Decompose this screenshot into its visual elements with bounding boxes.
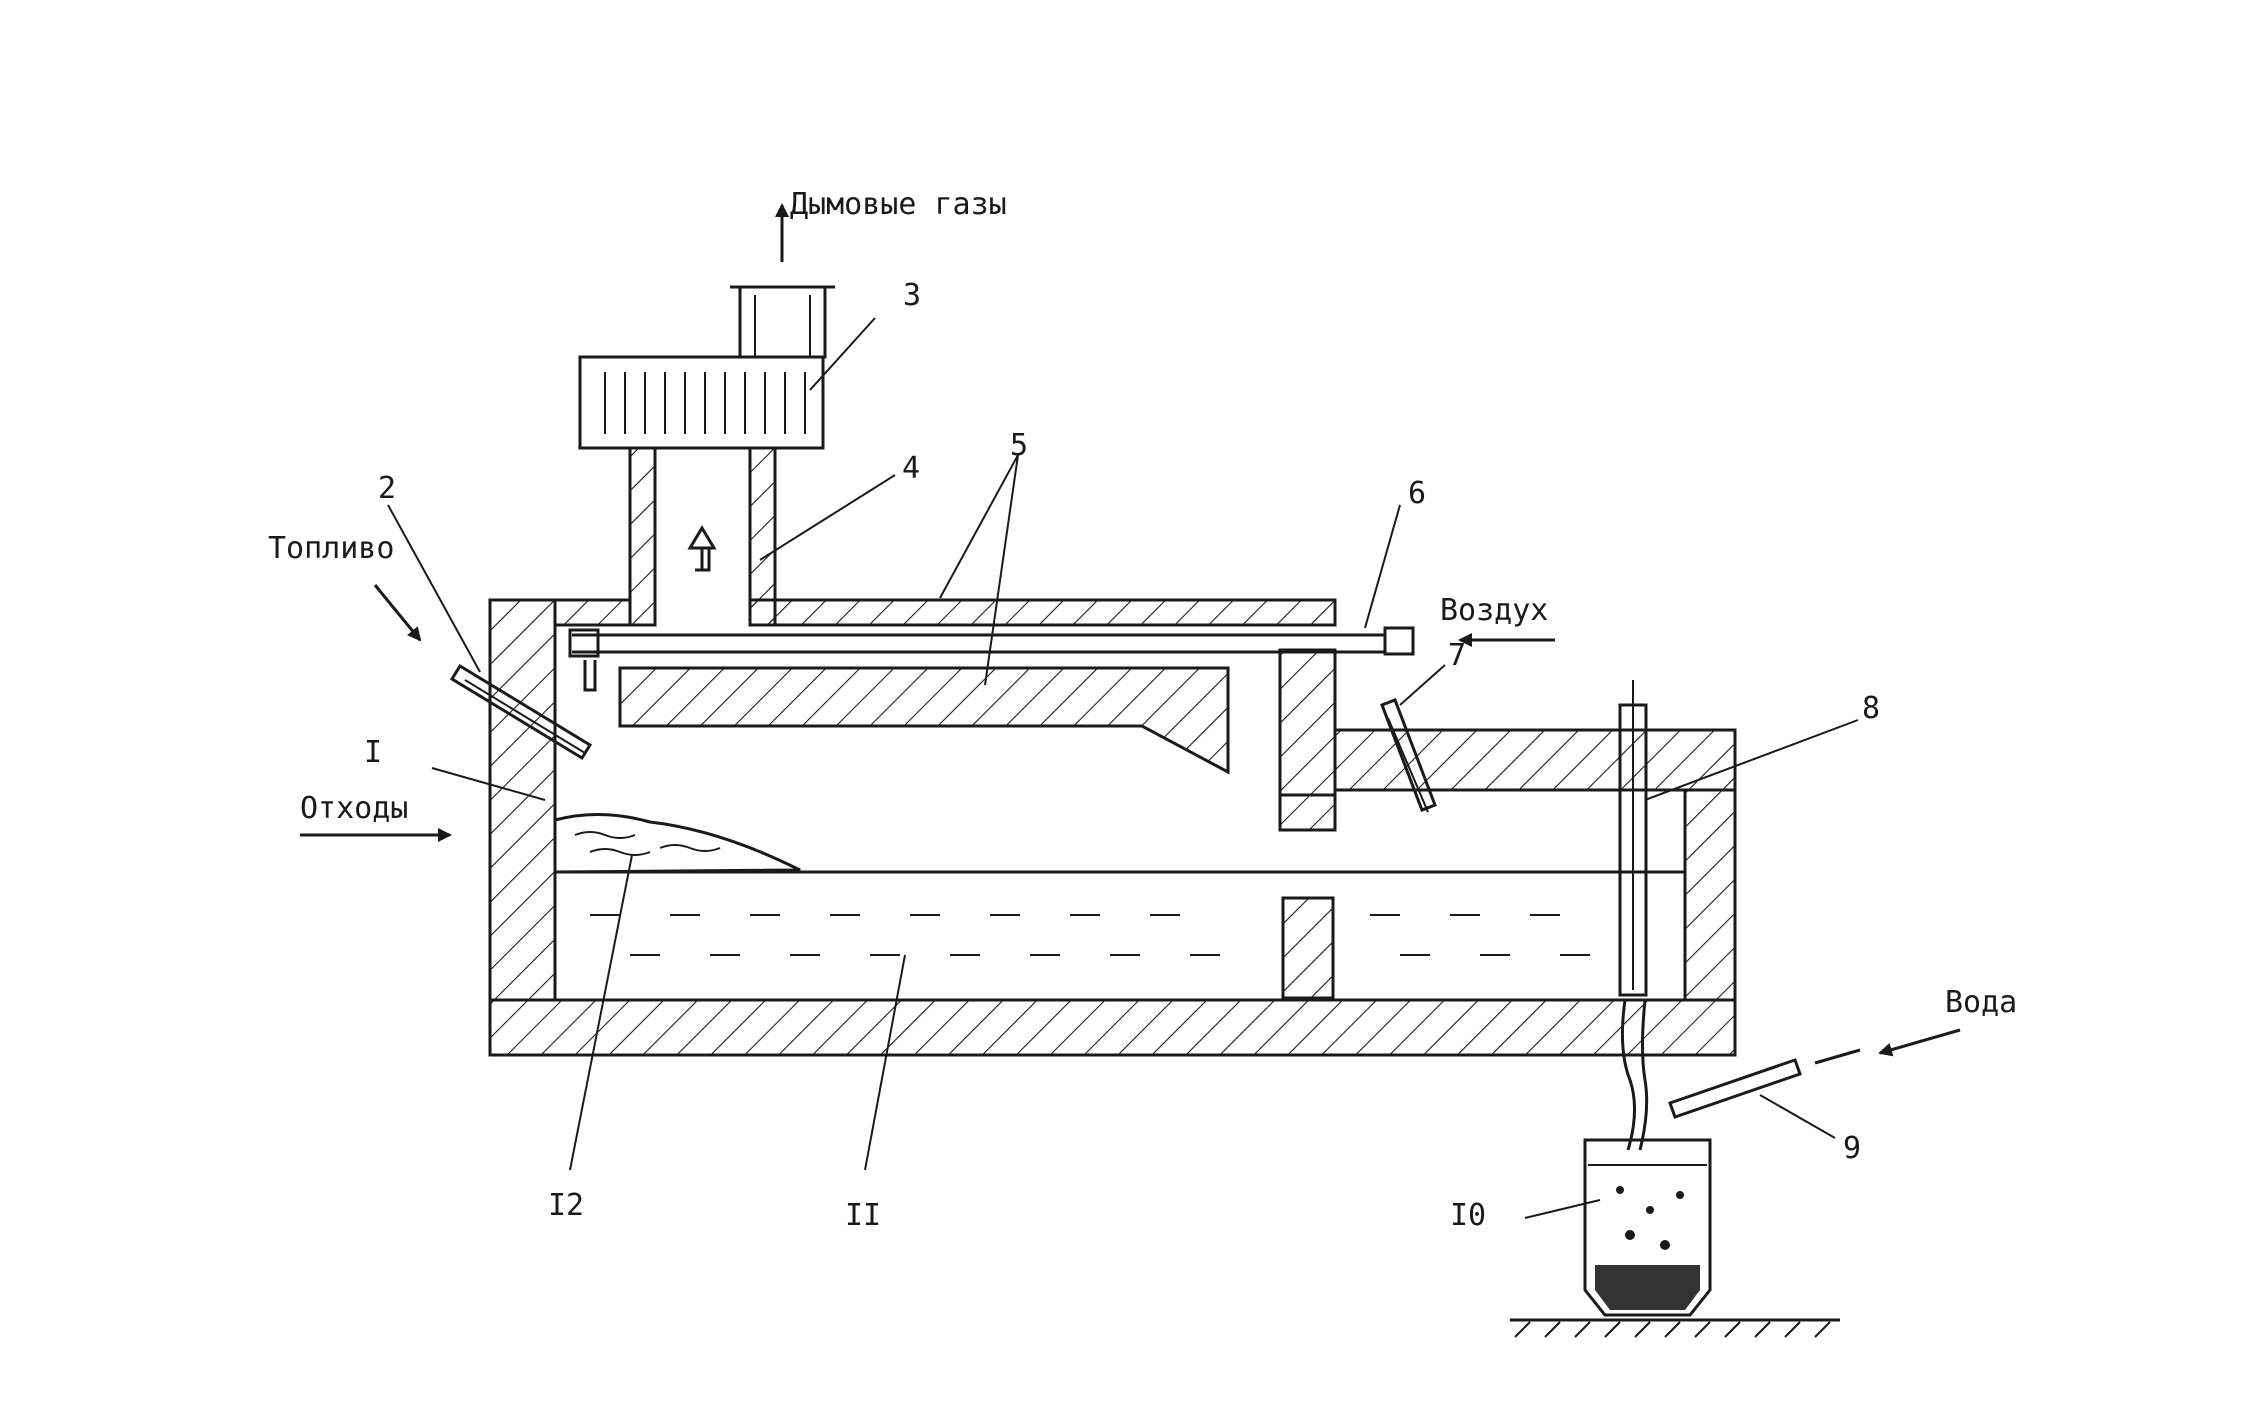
flue-right-wall [748,446,777,627]
flue-gas-label: Дымовые газы [790,187,1007,222]
fuel-label: Топливо [268,531,394,566]
callout-11: II [845,1198,881,1233]
gas-flow-arrow [687,525,717,570]
water-nozzle [1668,1028,1961,1119]
bottom-wall [488,998,1737,1057]
callout-2: 2 [378,471,396,506]
callout-5: 5 [1010,428,1028,463]
air-pipe [568,626,1555,692]
fuel-inlet-arrow [373,584,422,642]
callout-7: 7 [1448,638,1466,673]
air-label: Воздух [1440,593,1548,628]
left-wall [488,598,557,1002]
callout-4: 4 [902,451,920,486]
flue-left-wall [628,446,657,627]
stack-top [738,285,827,359]
right-wall [1683,788,1737,1002]
furnace-body [488,598,1737,1057]
fuel-burner [373,584,593,761]
water-inlet-arrow [1878,1028,1961,1057]
submerged-partition [1281,896,1335,1000]
melt-stream [1620,999,1637,1151]
callout-8: 8 [1862,691,1880,726]
callout-6: 6 [1408,476,1426,511]
drain-tube [1618,680,1649,1151]
leader-lines [387,317,1859,1219]
melt-pool [555,870,1685,956]
inner-baffle [618,666,1230,775]
callout-1: I [364,735,382,770]
water-label: Вода [1945,985,2017,1020]
waste-heap [553,813,801,874]
callout-12: I2 [548,1188,584,1223]
roof-left [490,598,632,627]
callout-3: 3 [903,278,921,313]
partition-wall [1278,648,1337,797]
callout-9: 9 [1843,1131,1861,1166]
heat-exchanger [578,355,825,450]
heat-exchanger-fins [604,372,806,434]
waste-label: Отходы [300,791,408,826]
flue-assembly [578,203,835,627]
callout-10: I0 [1450,1198,1486,1233]
granule-container [1510,1138,1840,1338]
roof-right [748,598,1337,627]
partition-base [1278,793,1337,832]
burner-7 [1380,698,1437,813]
